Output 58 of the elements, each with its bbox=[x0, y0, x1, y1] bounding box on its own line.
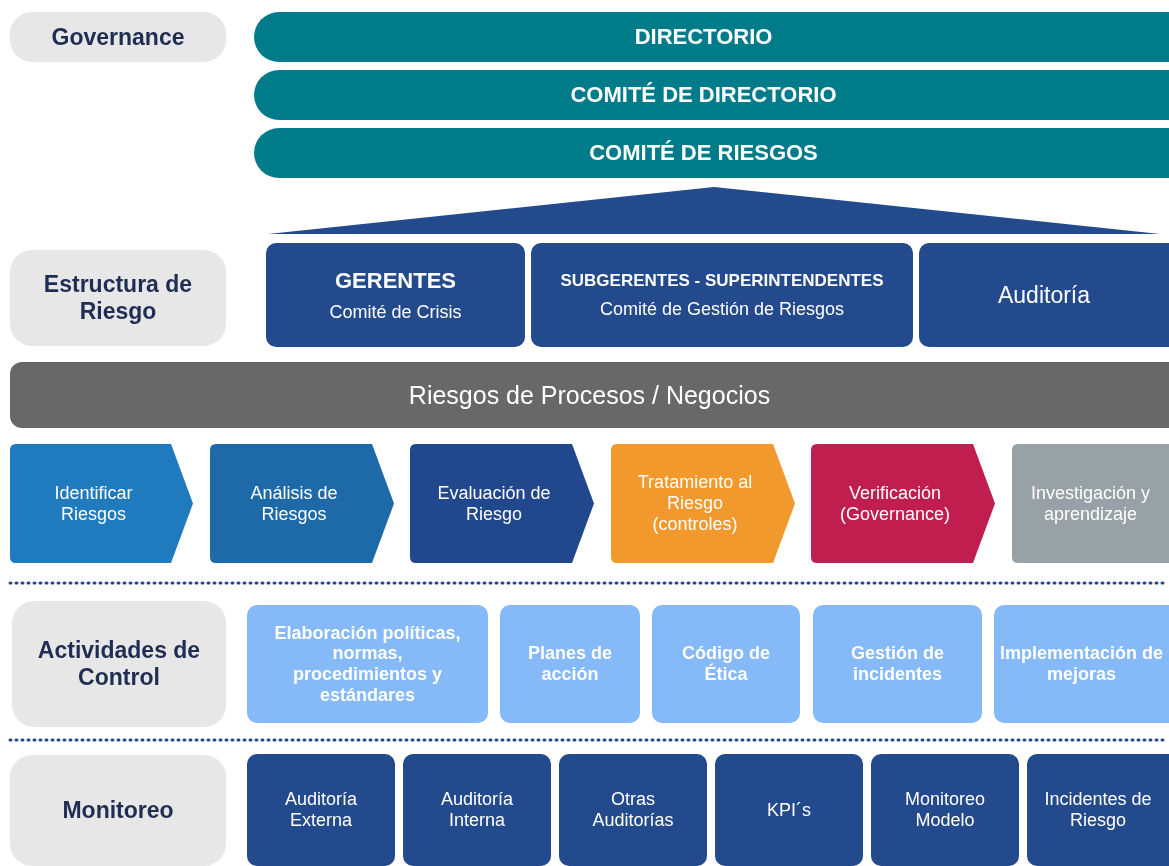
process-step bbox=[811, 444, 995, 563]
governance-band bbox=[254, 128, 1169, 178]
box-text: DIRECTORIO bbox=[634, 24, 773, 50]
section-label bbox=[10, 12, 226, 62]
monitoring-box bbox=[871, 754, 1019, 866]
process-step bbox=[10, 444, 193, 563]
process-band bbox=[10, 362, 1169, 428]
box-text: Identificar Riesgos bbox=[53, 482, 134, 525]
monitoring-box bbox=[715, 754, 863, 866]
box-text: Auditoría Externa bbox=[283, 789, 358, 831]
process-step bbox=[210, 444, 394, 563]
box-text: Análisis de Riesgos bbox=[249, 482, 339, 525]
process-step bbox=[611, 444, 795, 563]
box-text: Investigación y aprendizaje bbox=[1029, 482, 1152, 525]
process-step bbox=[1012, 444, 1169, 563]
structure-box bbox=[919, 243, 1169, 347]
governance-band bbox=[254, 70, 1169, 120]
monitoring-box bbox=[1027, 754, 1169, 866]
governance-band bbox=[254, 12, 1169, 62]
box-text: KPI´s bbox=[767, 799, 811, 821]
control-activity-box bbox=[652, 605, 800, 723]
box-text: Estructura de Riesgo bbox=[42, 271, 194, 325]
box-text: Auditoría Interna bbox=[439, 789, 514, 831]
box-text: Implementación de mejoras bbox=[998, 643, 1164, 685]
section-label bbox=[12, 601, 226, 727]
control-activity-box bbox=[813, 605, 982, 723]
section-label bbox=[10, 250, 226, 346]
box-text: Elaboración políticas, normas, procedimientos y estándares bbox=[273, 622, 462, 706]
box-text: Tratamiento al Riesgo (controles) bbox=[636, 472, 754, 535]
structure-box bbox=[266, 243, 525, 347]
box-text: Riesgos de Procesos / Negocios bbox=[408, 380, 771, 410]
control-activity-box bbox=[500, 605, 640, 723]
box-text: Auditoría bbox=[997, 281, 1091, 309]
box-text: Gestión de incidentes bbox=[850, 643, 945, 685]
box-text: Evaluación de Riesgo bbox=[436, 482, 552, 525]
structure-box bbox=[531, 243, 913, 347]
box-text: Comité de Crisis bbox=[329, 301, 462, 323]
monitoring-box bbox=[247, 754, 395, 866]
box-text: Monitoreo Modelo bbox=[903, 789, 986, 831]
section-label bbox=[10, 755, 226, 866]
box-text: Otras Auditorías bbox=[591, 789, 675, 831]
monitoring-box bbox=[559, 754, 707, 866]
control-activity-box bbox=[247, 605, 488, 723]
box-text: Monitoreo bbox=[62, 797, 174, 824]
box-text: COMITÉ DE DIRECTORIO bbox=[570, 82, 837, 108]
box-text: Governance bbox=[51, 23, 185, 51]
box-text: Incidentes de Riesgo bbox=[1043, 789, 1153, 831]
box-heading: SUBGERENTES - SUPERINTENDENTES bbox=[560, 270, 884, 291]
process-step bbox=[410, 444, 594, 563]
box-text: Actividades de Control bbox=[36, 637, 202, 691]
box-text: Planes de acción bbox=[526, 643, 613, 685]
box-text: Verificación (Governance) bbox=[838, 482, 952, 525]
box-text: Comité de Gestión de Riesgos bbox=[599, 298, 845, 320]
box-heading: GERENTES bbox=[335, 267, 456, 294]
control-activity-box bbox=[994, 605, 1169, 723]
box-text: Código de Ética bbox=[681, 643, 771, 685]
monitoring-box bbox=[403, 754, 551, 866]
box-text: COMITÉ DE RIESGOS bbox=[589, 140, 818, 166]
